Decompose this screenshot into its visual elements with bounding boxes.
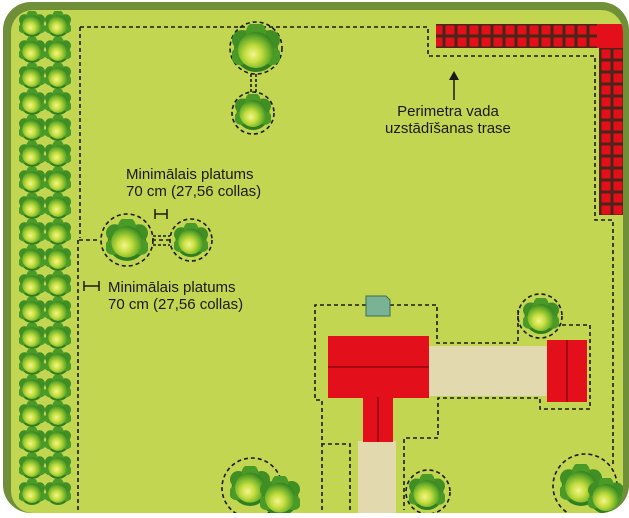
lawn xyxy=(11,10,623,513)
fence-corner xyxy=(597,24,623,48)
garage-icon xyxy=(547,340,587,402)
tree-loop xyxy=(100,213,154,267)
fence-top xyxy=(436,24,606,48)
min-width-label-top: Minimālais platums 70 cm (27,56 collas) xyxy=(126,166,261,200)
width-marker-icon xyxy=(154,209,168,219)
min-width-label-line2: 70 cm (27,56 collas) xyxy=(126,183,262,200)
min-width-label-line2: 70 cm (27,56 collas) xyxy=(108,296,244,313)
tree-loop xyxy=(231,91,275,135)
house-icon xyxy=(328,336,429,442)
fence-right xyxy=(599,48,623,215)
width-marker-icon xyxy=(83,281,100,291)
tree-loop xyxy=(229,21,283,75)
side-path xyxy=(428,346,550,396)
min-width-label-line1: Minimālais platums xyxy=(126,166,254,183)
gate-icon xyxy=(365,295,391,317)
min-width-label-left: Minimālais platums 70 cm (27,56 collas) xyxy=(108,279,243,313)
tree-loop xyxy=(169,218,213,262)
tree-loop xyxy=(405,469,451,513)
front-path xyxy=(358,441,396,513)
arrow-up-icon xyxy=(449,71,459,100)
perimeter-label-line2: uzstādīšanas trase xyxy=(385,120,511,137)
min-width-label-line1: Minimālais platums xyxy=(108,279,236,296)
perimeter-label-line1: Perimetra vada xyxy=(397,103,499,120)
perimeter-wire-path xyxy=(77,26,614,510)
perimeter-wire-label: Perimetra vada uzstādīšanas trase xyxy=(385,103,511,137)
tree-loop xyxy=(517,293,563,339)
